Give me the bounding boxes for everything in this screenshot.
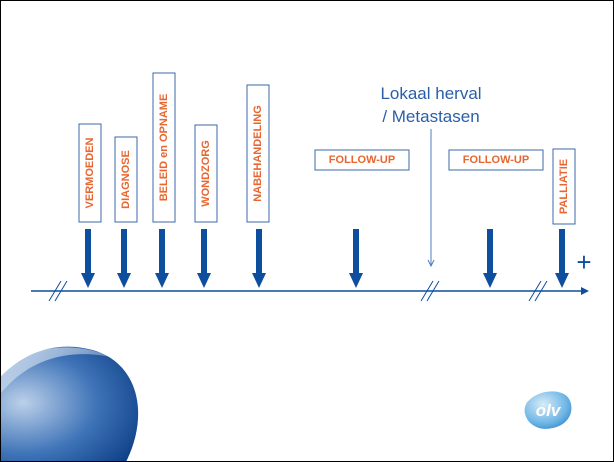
olv-logo: olv bbox=[522, 389, 574, 431]
stage-arrow bbox=[555, 229, 569, 288]
stage-arrow bbox=[155, 229, 169, 288]
stage-label: WONDZORG bbox=[200, 140, 212, 207]
stage-2: DIAGNOSE bbox=[114, 136, 138, 223]
timeline-end-symbol: + bbox=[576, 247, 591, 277]
event-label-line2: / Metastasen bbox=[382, 107, 479, 126]
stage-arrows bbox=[81, 229, 569, 288]
axis-break-marks bbox=[48, 280, 548, 302]
stage-3: BELEID en OPNAME bbox=[152, 72, 176, 223]
stage-label: PALLIATIE bbox=[558, 159, 570, 214]
stage-arrow bbox=[349, 229, 363, 288]
stage-arrow bbox=[197, 229, 211, 288]
stage-box bbox=[152, 72, 176, 223]
stage-box bbox=[552, 148, 576, 225]
stage-box bbox=[78, 123, 102, 223]
stage-6: FOLLOW-UP bbox=[314, 149, 410, 171]
stage-8: PALLIATIE bbox=[552, 148, 576, 225]
timeline-arrowhead bbox=[581, 287, 589, 295]
stage-label: VERMOEDEN bbox=[84, 137, 96, 208]
stage-box bbox=[448, 149, 544, 171]
stage-arrow bbox=[117, 229, 131, 288]
stage-5: NABEHANDELING bbox=[246, 84, 270, 223]
stage-label: DIAGNOSE bbox=[120, 150, 132, 209]
stage-box bbox=[114, 136, 138, 223]
stage-label: FOLLOW-UP bbox=[463, 154, 529, 166]
stage-arrow bbox=[81, 229, 95, 288]
stage-arrow bbox=[252, 229, 266, 288]
logo-text: olv bbox=[536, 401, 562, 420]
stage-label: BELEID en OPNAME bbox=[158, 94, 170, 202]
stage-1: VERMOEDEN bbox=[78, 123, 102, 223]
stage-arrow bbox=[483, 229, 497, 288]
stage-box bbox=[314, 149, 410, 171]
stage-box bbox=[194, 124, 218, 223]
stage-label: FOLLOW-UP bbox=[329, 154, 395, 166]
stage-7: FOLLOW-UP bbox=[448, 149, 544, 171]
event-label-line1: Lokaal herval bbox=[380, 84, 481, 103]
stage-box bbox=[246, 84, 270, 223]
decorative-swoosh bbox=[1, 346, 139, 461]
stage-4: WONDZORG bbox=[194, 124, 218, 223]
event-thin-arrow bbox=[427, 129, 435, 268]
stage-label: NABEHANDELING bbox=[252, 105, 264, 202]
